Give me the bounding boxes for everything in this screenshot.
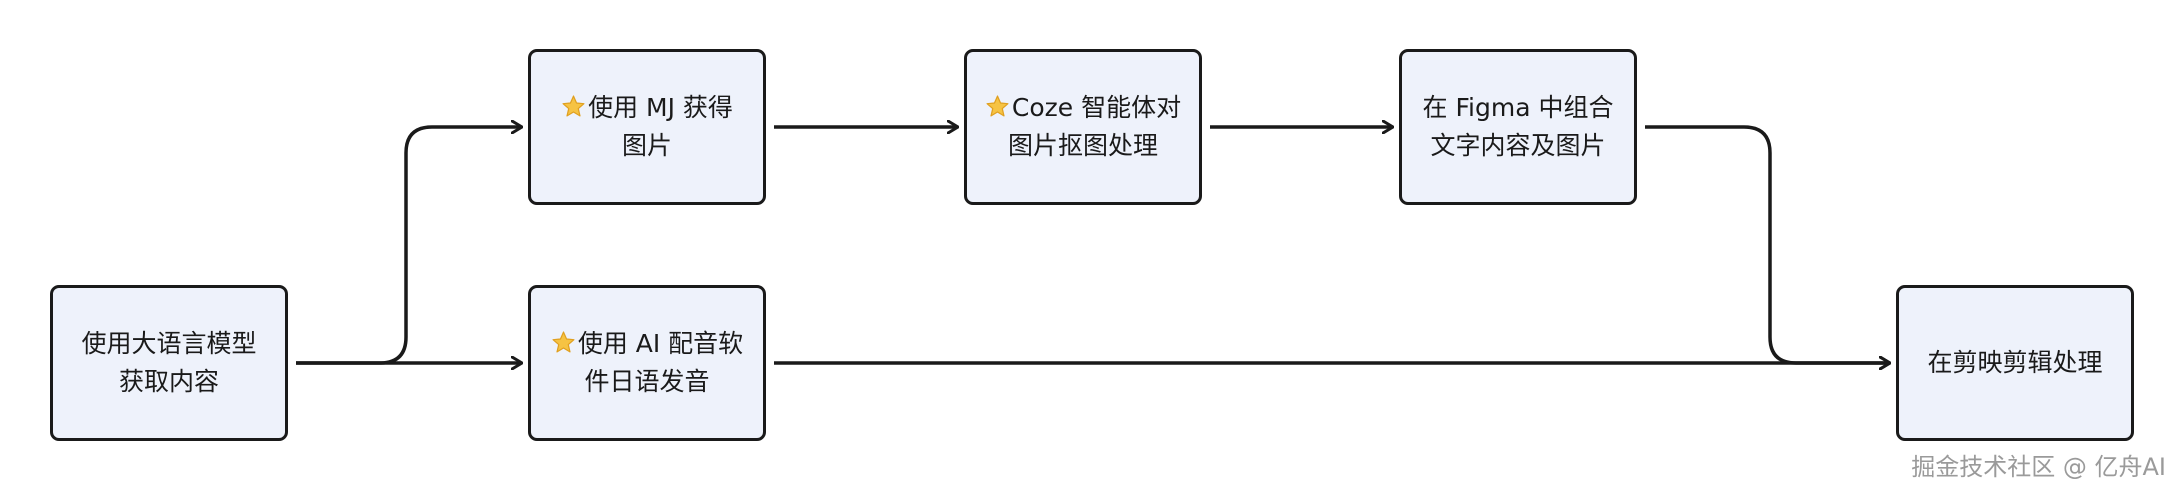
node-label: Coze 智能体对 图片抠图处理 <box>985 89 1181 165</box>
node-label-line: 获取内容 <box>118 367 219 396</box>
node-label-line: Coze 智能体对 <box>985 89 1181 127</box>
node-jianying-edit[interactable]: 在剪映剪辑处理 <box>1896 285 2134 441</box>
node-label-line: 使用大语言模型 <box>81 329 257 358</box>
node-llm-content[interactable]: 使用大语言模型 获取内容 <box>50 285 288 441</box>
node-label-line: 件日语发音 <box>584 367 710 396</box>
node-label-text: 使用 MJ 获得 <box>588 93 733 122</box>
node-label-line: 图片抠图处理 <box>1007 131 1158 160</box>
node-label: 在 Figma 中组合 文字内容及图片 <box>1423 89 1614 165</box>
edge-n4-n6 <box>1645 125 1889 363</box>
node-figma-compose[interactable]: 在 Figma 中组合 文字内容及图片 <box>1399 49 1637 205</box>
node-label-line: 使用 MJ 获得 <box>561 89 733 127</box>
node-label-text: Coze 智能体对 <box>1011 93 1182 122</box>
node-label: 使用大语言模型 获取内容 <box>81 325 256 401</box>
node-label-text: 使用 AI 配音软 <box>577 329 744 358</box>
watermark: 掘金技术社区 @ 亿舟AI <box>1911 453 2166 481</box>
node-label: 使用 AI 配音软 件日语发音 <box>551 325 743 401</box>
node-label-line: 使用 AI 配音软 <box>551 325 743 363</box>
node-mj-images[interactable]: 使用 MJ 获得 图片 <box>528 49 766 205</box>
node-label-line: 在 Figma 中组合 <box>1422 93 1614 122</box>
node-label: 使用 MJ 获得 图片 <box>561 89 733 165</box>
node-label-line: 文字内容及图片 <box>1430 131 1606 160</box>
star-icon <box>552 331 575 353</box>
star-icon <box>986 95 1009 117</box>
node-label-line: 图片 <box>621 131 672 160</box>
star-icon <box>562 95 585 117</box>
node-label-line: 在剪映剪辑处理 <box>1927 348 2103 377</box>
node-ai-voiceover[interactable]: 使用 AI 配音软 件日语发音 <box>528 285 766 441</box>
node-label: 在剪映剪辑处理 <box>1927 344 2102 382</box>
node-coze-cutout[interactable]: Coze 智能体对 图片抠图处理 <box>964 49 1202 205</box>
edge-n1-n2 <box>296 127 521 365</box>
